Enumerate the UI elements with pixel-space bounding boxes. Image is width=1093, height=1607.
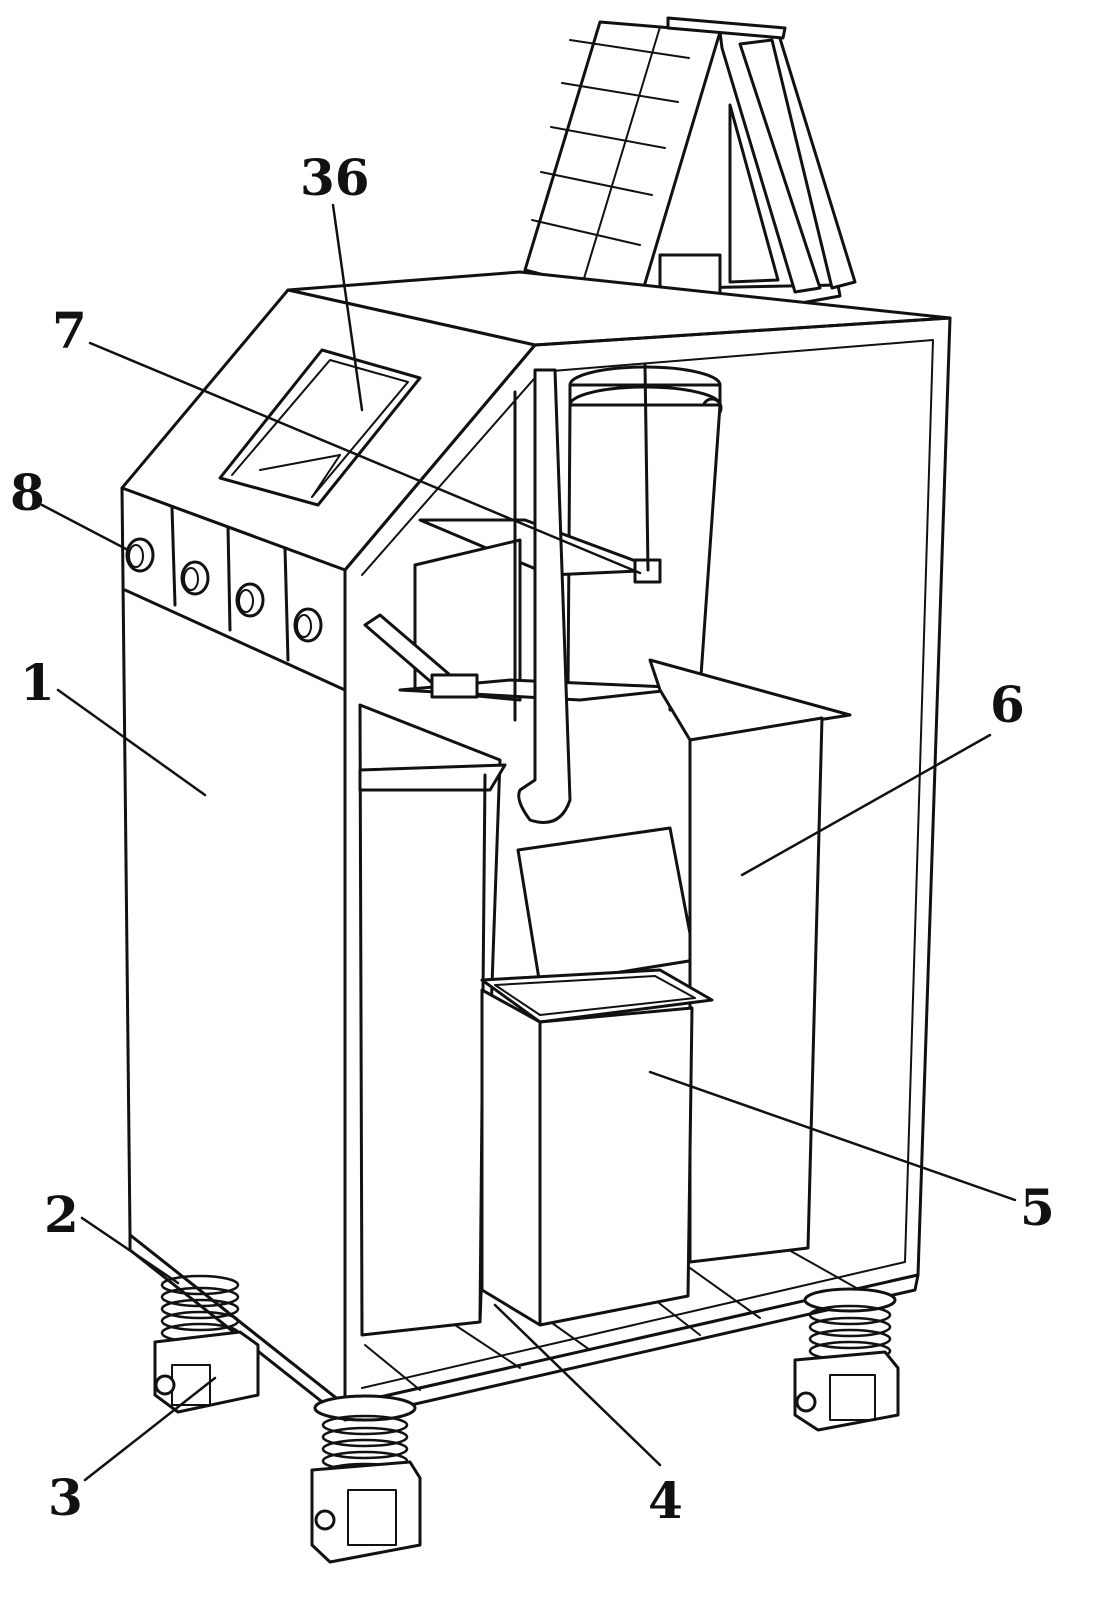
label-36: 36 xyxy=(300,148,370,207)
solar-panel-assembly xyxy=(525,18,855,320)
label-8: 8 xyxy=(10,463,45,522)
knob-3 xyxy=(237,584,263,616)
label-1: 1 xyxy=(20,653,55,712)
leader-3 xyxy=(85,1378,215,1480)
discharge-chute xyxy=(518,828,695,985)
leader-8 xyxy=(42,505,128,550)
leader-4 xyxy=(495,1305,660,1465)
label-7: 7 xyxy=(52,301,87,360)
label-6: 6 xyxy=(990,675,1025,734)
bin-5 xyxy=(482,970,712,1325)
foot-center xyxy=(312,1396,420,1562)
label-4: 4 xyxy=(648,1471,683,1530)
knob-4 xyxy=(295,609,321,641)
label-5: 5 xyxy=(1020,1178,1055,1237)
knob-1 xyxy=(127,539,153,571)
knob-2 xyxy=(182,562,208,594)
label-3: 3 xyxy=(48,1468,83,1527)
label-2: 2 xyxy=(44,1185,79,1244)
